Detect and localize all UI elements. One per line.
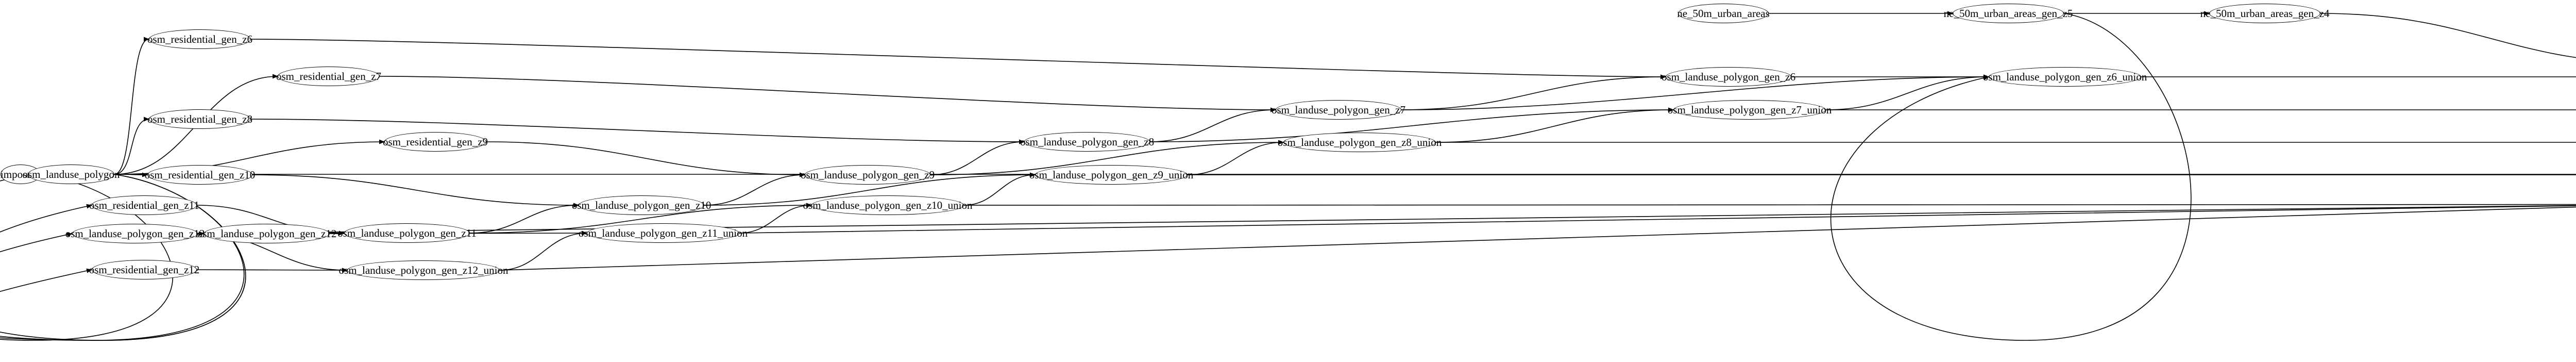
edge-ne-50m-urban-areas-gen-z5-to-osm-landuse-polygon-gen-z6-union bbox=[1830, 13, 2192, 341]
graph-node-osm-residential-gen-z7[interactable]: osm_residential_gen_z7 bbox=[276, 67, 381, 86]
graph-node-osm-landuse-polygon-gen-z11[interactable]: osm_landuse_polygon_gen_z11 bbox=[337, 223, 477, 243]
edge-osm-landuse-polygon-gen-z7-union-to-osm-landuse-polygon-gen-z6-union bbox=[1825, 74, 1989, 110]
graph-node-osm-landuse-polygon-gen-z6[interactable]: osm_landuse_polygon_gen_z6 bbox=[1662, 67, 1795, 87]
edge-osm-landuse-polygon-gen-z12-union-to-layer-landuse bbox=[499, 205, 2576, 271]
graph-node-osm-landuse-polygon-gen-z12-union[interactable]: osm_landuse_polygon_gen_z12_union bbox=[339, 260, 508, 280]
edge-osm-landuse-polygon-gen-z8-union-to-osm-landuse-polygon-gen-z7-union bbox=[1435, 107, 1674, 143]
graph-node-osm-landuse-polygon[interactable]: osm_landuse_polygon bbox=[23, 164, 120, 184]
edge-paths bbox=[0, 11, 2576, 341]
graph-node-osm-landuse-polygon-gen-z8[interactable]: osm_landuse_polygon_gen_z8 bbox=[1020, 132, 1154, 152]
graph-node-ne-50m-urban-areas-gen-z5[interactable]: ne_50m_urban_areas_gen_z5 bbox=[1944, 4, 2073, 23]
edge-osm-residential-gen-z7-to-osm-landuse-polygon-gen-z7 bbox=[379, 76, 1276, 112]
edge-ne-50m-urban-areas-gen-z4-to-layer-landuse bbox=[2320, 13, 2576, 58]
graph-node-osm-residential-gen-z12[interactable]: osm_residential_gen_z12 bbox=[89, 260, 199, 279]
graph-node-osm-landuse-polygon-gen-z13[interactable]: osm_landuse_polygon_gen_z13 bbox=[65, 224, 205, 243]
graph-node-osm-residential-gen-z6[interactable]: osm_residential_gen_z6 bbox=[147, 29, 252, 49]
graph-node-osm-landuse-polygon-gen-z6-union[interactable]: osm_landuse_polygon_gen_z6_union bbox=[1983, 67, 2147, 87]
edge-osm-landuse-polygon-gen-z8-to-osm-landuse-polygon-gen-z7 bbox=[1149, 107, 1276, 142]
edge-osm-residential-gen-z8-to-osm-landuse-polygon-gen-z8 bbox=[250, 119, 1025, 144]
graph-node-ne-50m-urban-areas-gen-z4[interactable]: ne_50m_urban_areas_gen_z4 bbox=[2200, 4, 2329, 23]
edge-osm-landuse-polygon-gen-z9-to-osm-landuse-polygon-gen-z8 bbox=[930, 139, 1025, 175]
edge-osm-residential-gen-z9-to-osm-landuse-polygon-gen-z9 bbox=[486, 141, 805, 177]
edge-osm-residential-gen-z10-to-osm-landuse-polygon-gen-z10 bbox=[252, 174, 579, 208]
graph-node-osm-landuse-polygon-gen-z7-union[interactable]: osm_landuse_polygon_gen_z7_union bbox=[1668, 100, 1832, 120]
graph-node-osm-landuse-polygon-gen-z12[interactable]: osm_landuse_polygon_gen_z12 bbox=[197, 224, 336, 243]
edge-osm-landuse-polygon-gen-z11-union-to-osm-landuse-polygon-gen-z10-union bbox=[739, 203, 812, 234]
graph-node-osm-landuse-polygon-gen-z11-union[interactable]: osm_landuse_polygon_gen_z11_union bbox=[579, 223, 748, 243]
edge-osm-landuse-polygon-gen-z12-union-to-osm-landuse-polygon-gen-z11-union bbox=[499, 231, 587, 271]
edge-osm-landuse-polygon-to-osm-residential-gen-z6 bbox=[114, 37, 149, 175]
edge-osm-landuse-polygon-gen-z10-to-osm-landuse-polygon-gen-z9 bbox=[704, 172, 805, 206]
graph-node-osm-residential-gen-z11[interactable]: osm_residential_gen_z11 bbox=[89, 195, 199, 215]
edge-osm-residential-gen-z6-to-osm-landuse-polygon-gen-z6 bbox=[250, 39, 1666, 79]
edge-osm-landuse-polygon-gen-z11-to-osm-landuse-polygon-gen-z10 bbox=[469, 203, 579, 234]
graph-node-osm-landuse-polygon-gen-z10[interactable]: osm_landuse_polygon_gen_z10 bbox=[572, 195, 711, 215]
graph-node-osm-residential-gen-z8[interactable]: osm_residential_gen_z8 bbox=[147, 109, 252, 129]
edge-osm-landuse-polygon-to-osm-residential-gen-z8 bbox=[114, 117, 149, 175]
edge-osm-landuse-polygon-gen-z13-to-layer-landuse bbox=[197, 204, 2576, 234]
graph-node-osm-landuse-polygon-gen-z9[interactable]: osm_landuse_polygon_gen_z9 bbox=[801, 165, 935, 185]
graph-node-osm-landuse-polygon-gen-z8-union[interactable]: osm_landuse_polygon_gen_z8_union bbox=[1278, 133, 1442, 152]
graph-node-osm-landuse-polygon-gen-z10-union[interactable]: osm_landuse_polygon_gen_z10_union bbox=[803, 195, 972, 215]
edge-osm-landuse-polygon-gen-z10-union-to-layer-landuse bbox=[963, 204, 2576, 206]
graph-node-ne-50m-urban-areas[interactable]: ne_50m_urban_areas bbox=[1677, 4, 1770, 23]
graph-node-osm-landuse-polygon-gen-z9-union[interactable]: osm_landuse_polygon_gen_z9_union bbox=[1029, 165, 1193, 185]
graph-node-osm-residential-gen-z9[interactable]: osm_residential_gen_z9 bbox=[383, 132, 488, 152]
edge-osm-landuse-polygon-gen-z10-union-to-osm-landuse-polygon-gen-z9-union bbox=[963, 172, 1036, 206]
edge-osm-landuse-polygon-gen-z11-union-to-layer-landuse bbox=[739, 204, 2576, 234]
graph-node-osm-landuse-polygon-gen-z7[interactable]: osm_landuse_polygon_gen_z7 bbox=[1272, 100, 1405, 120]
edge-osm-landuse-polygon-gen-z9-union-to-osm-landuse-polygon-gen-z8-union bbox=[1187, 140, 1284, 175]
edge-osm-landuse-polygon-gen-z7-to-osm-landuse-polygon-gen-z6 bbox=[1401, 74, 1666, 110]
graph-node-osm-residential-gen-z10[interactable]: osm_residential_gen_z10 bbox=[145, 165, 255, 185]
